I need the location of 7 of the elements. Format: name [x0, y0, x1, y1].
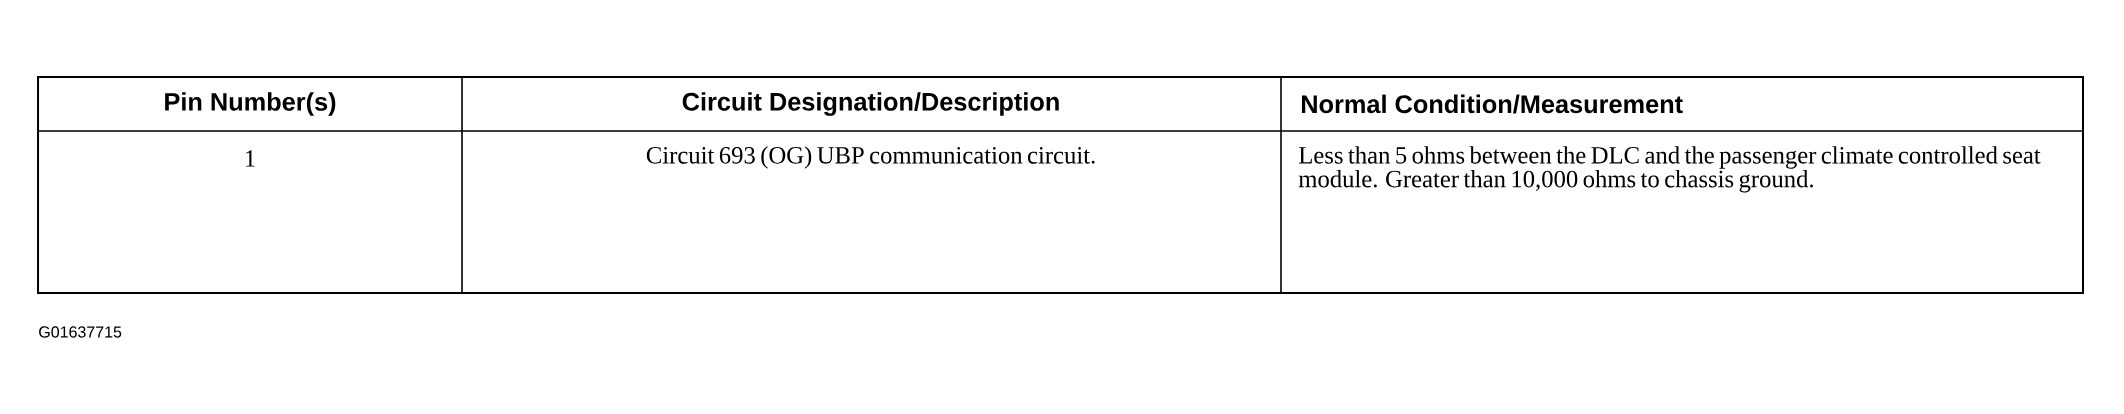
- table-cell-text: 1: [246, 150, 255, 167]
- column-header: Normal Condition/Measurement: [1301, 94, 1683, 114]
- table-cell-text: Less than 5 ohms between the DLC and the passenger climate controlled seat module. Greater than 10,000 ohms to chassis ground.: [1298, 146, 2041, 193]
- column-header: Circuit Designation/Description: [682, 92, 1059, 116]
- table-cell-text: Circuit 693 (OG) UBP communication circuit.: [646, 146, 1095, 169]
- figure-id: G01637715: [39, 326, 122, 338]
- column-header: Pin Number(s): [165, 92, 336, 116]
